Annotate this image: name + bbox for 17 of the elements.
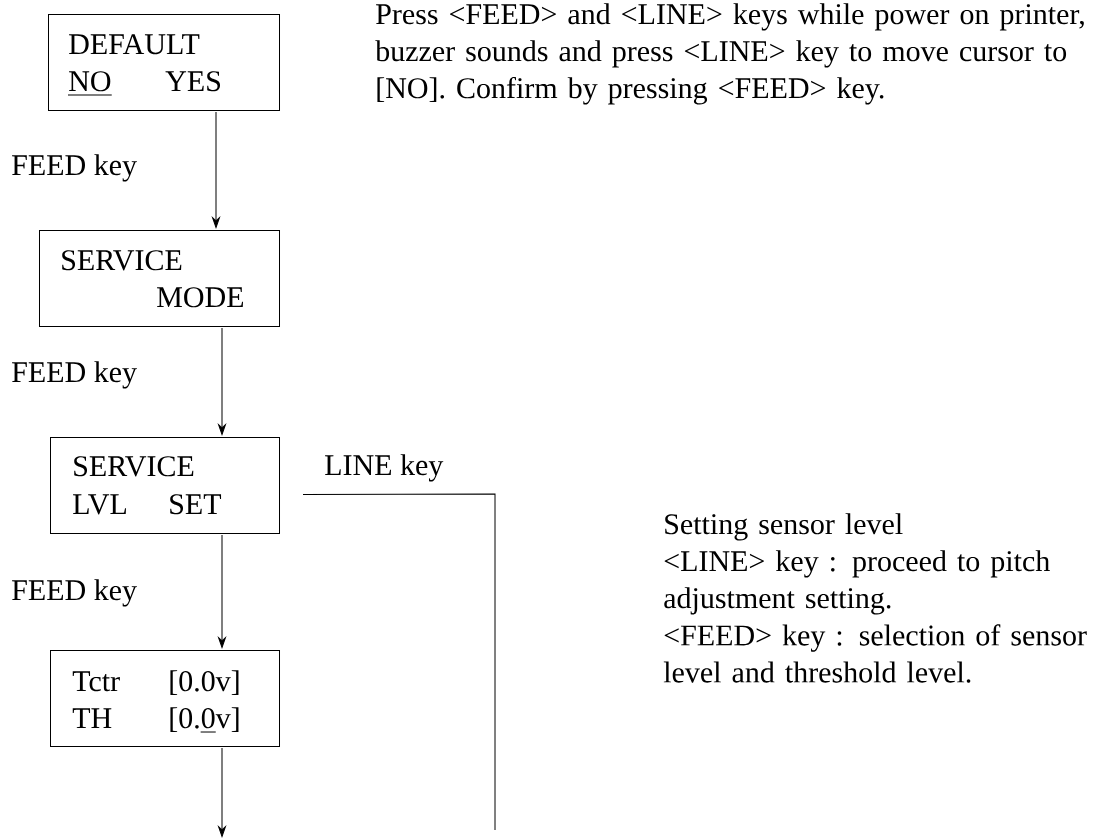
edge-label: FEED key [10, 360, 138, 390]
display-box: DEFAULT NO YES [48, 14, 280, 111]
instruction-text: Press <FEED> and <LINE> keys while power on printer, buzzer sounds and press <LINE> key to move cursor to [NO]. Confirm by pressing <FEED> key. [375, 3, 1084, 105]
edge-label: FEED key [10, 578, 138, 608]
display-box: Tctr [0.0v] TH [0.0v] [50, 650, 280, 747]
arrow [218, 534, 226, 648]
display-box: SERVICE LVL SET [50, 437, 280, 534]
connector-line [302, 493, 496, 831]
arrow [218, 747, 226, 837]
note-text: <LINE> key : proceed to pitch adjustment setting. [664, 550, 1050, 615]
arrow [212, 111, 220, 228]
edge-label: FEED key [10, 153, 138, 183]
edge-label: LINE key [323, 453, 445, 483]
note-text: <FEED> key : selection of sensor level and threshold level. [663, 624, 1087, 683]
note-text: Setting sensor level [665, 513, 903, 541]
arrow [218, 327, 226, 435]
display-box: SERVICE MODE [39, 230, 280, 327]
